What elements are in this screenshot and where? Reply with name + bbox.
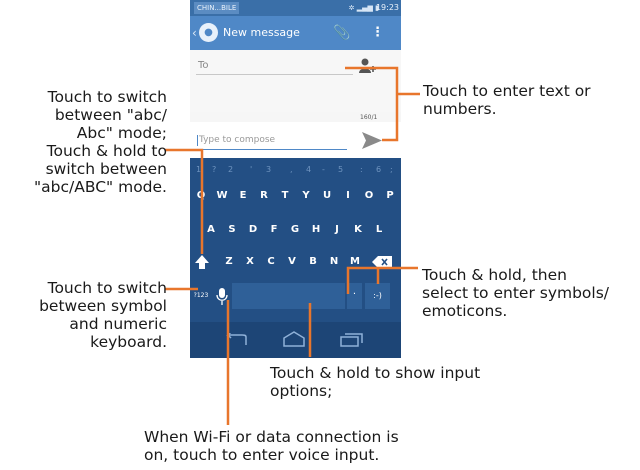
callout-input-options: Touch & hold to show input options; xyxy=(270,364,570,400)
key-hint: ? xyxy=(212,165,217,174)
key-hint: 1 xyxy=(196,165,202,174)
key-f[interactable]: F xyxy=(270,224,278,235)
symbol-numeric-key[interactable]: ?123 xyxy=(193,292,209,299)
callout-emoticon-key: Touch & hold, then select to enter symbo… xyxy=(422,266,638,320)
emoticon-key[interactable]: :-) xyxy=(365,283,390,309)
key-t[interactable]: T xyxy=(281,190,289,201)
recipient-input[interactable]: To xyxy=(196,57,353,75)
status-time: 19:23 xyxy=(375,3,399,12)
send-icon[interactable] xyxy=(362,132,382,149)
compose-placeholder: Type to compose xyxy=(199,135,276,145)
key-hint: 5 xyxy=(338,165,344,174)
callout-shift-key: Touch to switch between "abc/ Abc" mode;… xyxy=(4,88,167,196)
key-j[interactable]: J xyxy=(335,224,339,235)
key-m[interactable]: M xyxy=(350,256,360,267)
back-chevron-icon[interactable]: ‹ xyxy=(192,26,197,40)
action-bar: ‹ ● New message 📎 ⋮ xyxy=(190,16,401,50)
callout-line: and numeric xyxy=(69,315,167,333)
leader-line-text-entry xyxy=(345,66,399,142)
key-hint: , xyxy=(290,165,293,174)
callout-line: on, touch to enter voice input. xyxy=(144,446,380,464)
leader-line-emoticon xyxy=(346,266,418,294)
compose-input[interactable]: Type to compose xyxy=(196,132,347,150)
callout-line: Touch & hold to xyxy=(46,142,167,160)
key-hint: - xyxy=(322,165,325,174)
key-i[interactable]: I xyxy=(346,190,350,201)
key-b[interactable]: B xyxy=(309,256,317,267)
key-hint: 3 xyxy=(266,165,272,174)
callout-line: Abc" mode; xyxy=(76,124,167,142)
key-p[interactable]: P xyxy=(386,190,394,201)
key-g[interactable]: G xyxy=(290,224,300,235)
space-key[interactable] xyxy=(232,283,345,309)
key-u[interactable]: U xyxy=(322,190,332,201)
key-d[interactable]: D xyxy=(248,224,258,235)
key-hint: 2 xyxy=(228,165,234,174)
key-hint: 4 xyxy=(306,165,312,174)
key-hint: : xyxy=(360,165,363,174)
key-k[interactable]: K xyxy=(354,224,362,235)
period-key[interactable]: . xyxy=(347,283,362,309)
leader-line-shift xyxy=(165,148,204,254)
recent-apps-nav-icon[interactable] xyxy=(340,333,364,347)
callout-line: between symbol xyxy=(39,297,167,315)
key-hint: ; xyxy=(390,165,393,174)
key-hint: 6 xyxy=(376,165,382,174)
key-e[interactable]: E xyxy=(239,190,247,201)
callout-symbol-key: Touch to switch between symbol and numer… xyxy=(4,279,167,351)
signal-icon: ✲ ▂▄▆ ▮ xyxy=(348,4,379,12)
key-l[interactable]: L xyxy=(375,224,383,235)
callout-line: select to enter symbols/ xyxy=(422,284,610,302)
key-r[interactable]: R xyxy=(260,190,268,201)
callout-line: options; xyxy=(270,382,333,400)
key-w[interactable]: W xyxy=(216,190,228,201)
key-h[interactable]: H xyxy=(311,224,321,235)
phone-screenshot: CHIN...BILE ✲ ▂▄▆ ▮ 19:23 ‹ ● New messag… xyxy=(190,0,401,358)
callout-line: keyboard. xyxy=(90,333,167,351)
key-z[interactable]: Z xyxy=(225,256,233,267)
callout-line: When Wi-Fi or data connection is xyxy=(144,428,399,446)
navigation-bar xyxy=(190,322,401,358)
backspace-icon[interactable] xyxy=(372,256,392,268)
key-s[interactable]: S xyxy=(228,224,236,235)
callout-line: "abc/ABC" mode. xyxy=(34,178,167,196)
status-bar: CHIN...BILE ✲ ▂▄▆ ▮ 19:23 xyxy=(190,0,401,16)
callout-line: Touch & hold to show input xyxy=(270,364,481,382)
callout-line: emoticons. xyxy=(422,302,508,320)
key-x[interactable]: X xyxy=(246,256,254,267)
key-hint: ' xyxy=(250,165,253,174)
key-y[interactable]: Y xyxy=(302,190,310,201)
page-title: New message xyxy=(223,26,300,39)
key-c[interactable]: C xyxy=(267,256,275,267)
callout-line: Touch to switch xyxy=(47,88,167,106)
microphone-icon[interactable] xyxy=(214,283,230,309)
attach-paperclip-icon[interactable]: 📎 xyxy=(333,25,351,41)
text-cursor xyxy=(197,135,198,146)
home-nav-icon[interactable] xyxy=(282,331,306,347)
callout-line: Touch to switch xyxy=(47,279,167,297)
callout-text-entry: Touch to enter text or numbers. xyxy=(423,82,637,118)
callout-voice-input: When Wi-Fi or data connection is on, tou… xyxy=(144,428,474,464)
callout-line: switch between xyxy=(45,160,167,178)
character-counter: 160/1 xyxy=(360,114,378,121)
overflow-menu-icon[interactable]: ⋮ xyxy=(371,25,384,40)
shift-arrow-icon[interactable] xyxy=(194,254,210,270)
callout-line: numbers. xyxy=(423,100,497,118)
key-v[interactable]: V xyxy=(288,256,296,267)
callout-line: Touch & hold, then xyxy=(422,266,567,284)
key-o[interactable]: O xyxy=(364,190,374,201)
key-a[interactable]: A xyxy=(207,224,215,235)
key-n[interactable]: N xyxy=(329,256,339,267)
callout-line: Touch to enter text or xyxy=(423,82,591,100)
carrier-label: CHIN...BILE xyxy=(194,2,240,14)
callout-line: between "abc/ xyxy=(54,106,167,124)
messaging-app-icon[interactable]: ● xyxy=(199,23,218,42)
